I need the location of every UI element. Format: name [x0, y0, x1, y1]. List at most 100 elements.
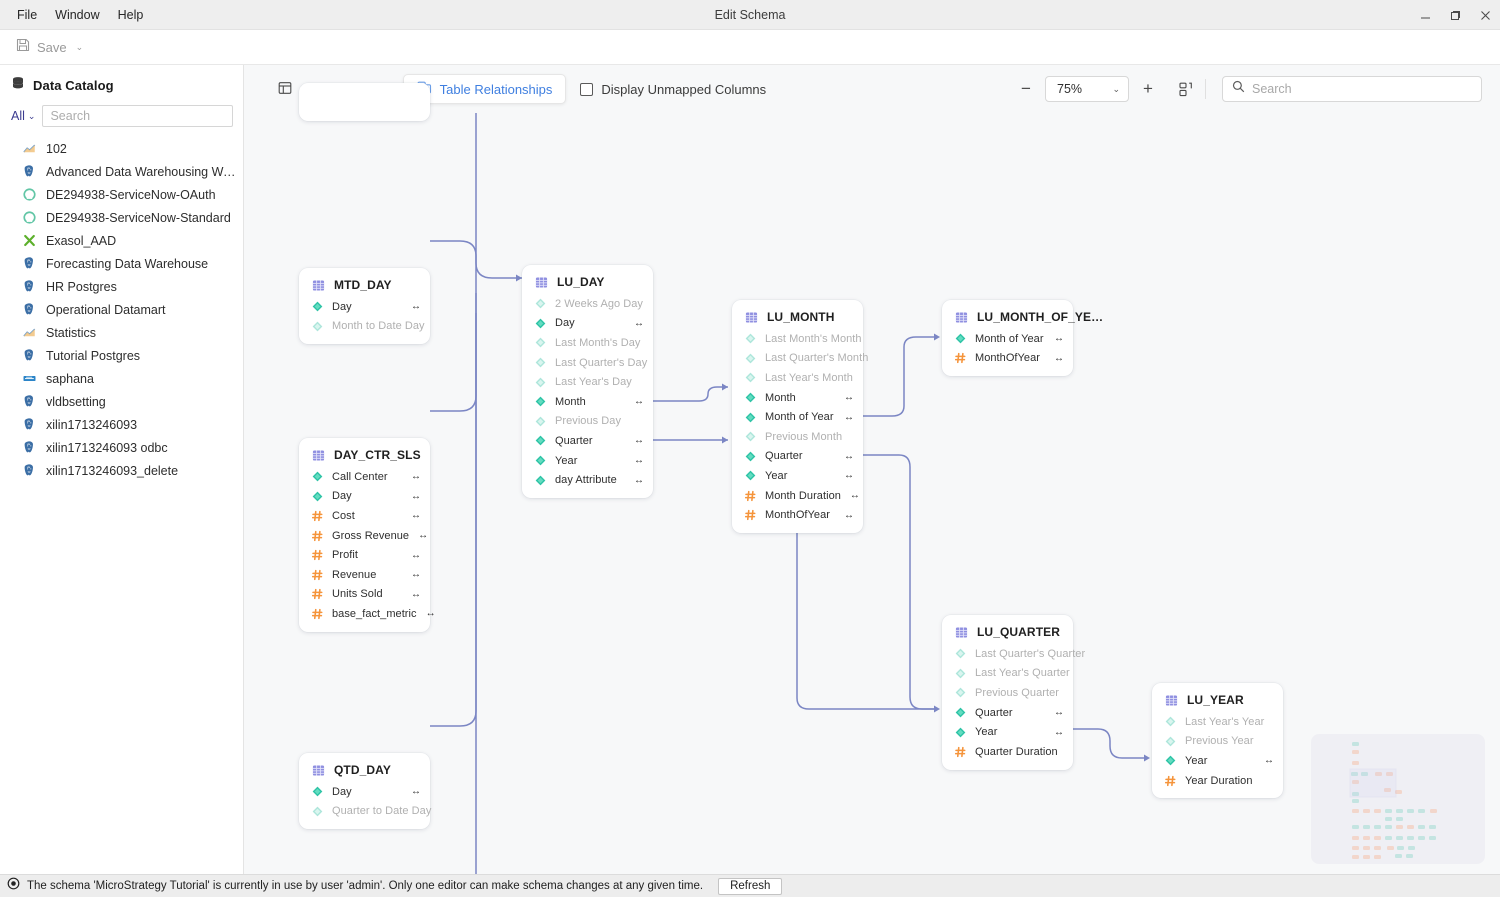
metric-row[interactable]: MonthOfYear↔ — [942, 349, 1073, 369]
attribute-row[interactable]: Last Year's Year — [1152, 712, 1283, 732]
link-arrow-icon[interactable]: ↔ — [844, 450, 854, 462]
catalog-item[interactable]: Tutorial Postgres — [0, 344, 243, 367]
minimize-icon[interactable] — [1410, 0, 1440, 30]
link-arrow-icon[interactable]: ↔ — [1054, 352, 1064, 364]
link-arrow-icon[interactable]: ↔ — [844, 509, 854, 521]
link-arrow-icon[interactable]: ↔ — [411, 301, 421, 313]
link-arrow-icon[interactable]: ↔ — [844, 411, 854, 423]
attribute-row[interactable]: Last Year's Quarter — [942, 664, 1073, 684]
link-arrow-icon[interactable]: ↔ — [634, 435, 644, 447]
attribute-row[interactable]: Last Quarter's Day — [522, 353, 653, 373]
canvas-search-box[interactable] — [1222, 76, 1482, 102]
link-arrow-icon[interactable]: ↔ — [1054, 707, 1064, 719]
attribute-row[interactable]: Quarter↔ — [942, 703, 1073, 723]
catalog-item[interactable]: vldbsetting — [0, 390, 243, 413]
close-icon[interactable] — [1470, 0, 1500, 30]
link-arrow-icon[interactable]: ↔ — [1054, 726, 1064, 738]
catalog-item[interactable]: Statistics — [0, 321, 243, 344]
link-arrow-icon[interactable]: ↔ — [411, 569, 421, 581]
link-arrow-icon[interactable]: ↔ — [411, 510, 421, 522]
attribute-row[interactable]: Last Quarter's Month — [732, 349, 868, 369]
link-arrow-icon[interactable]: ↔ — [634, 396, 644, 408]
metric-row[interactable]: Profit↔ — [299, 545, 430, 565]
link-arrow-icon[interactable]: ↔ — [844, 392, 854, 404]
link-arrow-icon[interactable]: ↔ — [844, 470, 854, 482]
attribute-row[interactable]: Previous Month — [732, 427, 863, 447]
attribute-row[interactable]: Month of Year↔ — [732, 407, 863, 427]
zoom-level-select[interactable]: 75% ⌄ — [1045, 76, 1129, 102]
save-button[interactable]: Save ⌄ — [10, 35, 89, 60]
zoom-out-button[interactable]: − — [1021, 79, 1031, 98]
catalog-filter-dropdown[interactable]: All ⌄ — [11, 109, 35, 123]
attribute-row[interactable]: Day↔ — [299, 297, 430, 317]
chevron-down-icon[interactable]: ⌄ — [75, 41, 84, 52]
canvas-search-input[interactable] — [1252, 82, 1472, 96]
link-arrow-icon[interactable]: ↔ — [634, 317, 644, 329]
link-arrow-icon[interactable]: ↔ — [411, 471, 421, 483]
attribute-row[interactable]: Last Month's Month — [732, 329, 863, 349]
attribute-row[interactable]: Quarter to Date Day — [299, 802, 431, 822]
attribute-row[interactable]: Quarter↔ — [522, 431, 653, 451]
link-arrow-icon[interactable]: ↔ — [418, 530, 428, 542]
metric-row[interactable]: Units Sold↔ — [299, 585, 430, 605]
link-arrow-icon[interactable]: ↔ — [411, 588, 421, 600]
catalog-item[interactable]: xilin1713246093 — [0, 413, 243, 436]
attribute-row[interactable]: Last Month's Day — [522, 333, 653, 353]
metric-row[interactable]: base_fact_metric↔ — [299, 604, 436, 624]
fit-to-screen-button[interactable] — [1173, 76, 1201, 102]
catalog-item[interactable]: DE294938-ServiceNow-OAuth — [0, 183, 243, 206]
menu-window[interactable]: Window — [55, 7, 100, 22]
attribute-row[interactable]: Last Year's Day — [522, 372, 653, 392]
attribute-row[interactable]: Year↔ — [942, 722, 1073, 742]
link-arrow-icon[interactable]: ↔ — [411, 786, 421, 798]
table-node[interactable]: LU_MONTH_OF_YE…Month of Year↔MonthOfYear… — [942, 300, 1103, 377]
attribute-row[interactable]: Last Quarter's Quarter — [942, 644, 1085, 664]
link-arrow-icon[interactable]: ↔ — [634, 455, 644, 467]
metric-row[interactable]: Cost↔ — [299, 506, 430, 526]
link-arrow-icon[interactable]: ↔ — [1264, 755, 1274, 767]
attribute-row[interactable]: Day↔ — [299, 782, 430, 802]
catalog-item[interactable]: Forecasting Data Warehouse — [0, 252, 243, 275]
menu-help[interactable]: Help — [117, 7, 144, 22]
attribute-row[interactable]: Call Center↔ — [299, 467, 430, 487]
link-arrow-icon[interactable]: ↔ — [1054, 333, 1064, 345]
attribute-row[interactable]: Quarter↔ — [732, 447, 863, 467]
attribute-row[interactable]: Day↔ — [299, 487, 430, 507]
metric-row[interactable]: Year Duration — [1152, 771, 1283, 791]
catalog-item[interactable]: 102 — [0, 137, 243, 160]
attribute-row[interactable]: Month to Date Day — [299, 317, 430, 337]
metric-row[interactable]: Month Duration↔ — [732, 486, 863, 506]
metric-row[interactable]: Gross Revenue↔ — [299, 526, 430, 546]
metric-row[interactable]: Quarter Duration — [942, 742, 1073, 762]
link-arrow-icon[interactable]: ↔ — [411, 549, 421, 561]
metric-row[interactable]: MonthOfYear↔ — [732, 505, 863, 525]
attribute-row[interactable]: Year↔ — [1152, 751, 1283, 771]
catalog-item[interactable]: Operational Datamart — [0, 298, 243, 321]
attribute-row[interactable]: Month↔ — [522, 392, 653, 412]
link-arrow-icon[interactable]: ↔ — [411, 490, 421, 502]
attribute-row[interactable]: Previous Year — [1152, 732, 1283, 752]
maximize-icon[interactable] — [1440, 0, 1470, 30]
refresh-button[interactable]: Refresh — [718, 877, 783, 895]
link-arrow-icon[interactable]: ↔ — [634, 474, 644, 486]
catalog-item[interactable]: saphana — [0, 367, 243, 390]
attribute-row[interactable]: 2 Weeks Ago Day — [522, 294, 653, 314]
attribute-row[interactable]: day Attribute↔ — [522, 470, 653, 490]
attribute-row[interactable]: Last Year's Month — [732, 368, 863, 388]
catalog-item[interactable]: xilin1713246093_delete — [0, 459, 243, 482]
attribute-row[interactable]: Day↔ — [522, 314, 653, 334]
attribute-row[interactable]: Year↔ — [732, 466, 863, 486]
catalog-search-input[interactable] — [42, 105, 233, 127]
link-arrow-icon[interactable]: ↔ — [425, 608, 436, 620]
attribute-row[interactable]: Previous Day — [522, 412, 653, 432]
attribute-row[interactable]: Year↔ — [522, 451, 653, 471]
zoom-in-button[interactable]: + — [1143, 79, 1153, 98]
attribute-row[interactable]: Month↔ — [732, 388, 863, 408]
catalog-item[interactable]: Advanced Data Warehousing War… — [0, 160, 243, 183]
display-unmapped-columns-checkbox[interactable]: Display Unmapped Columns — [580, 82, 766, 97]
